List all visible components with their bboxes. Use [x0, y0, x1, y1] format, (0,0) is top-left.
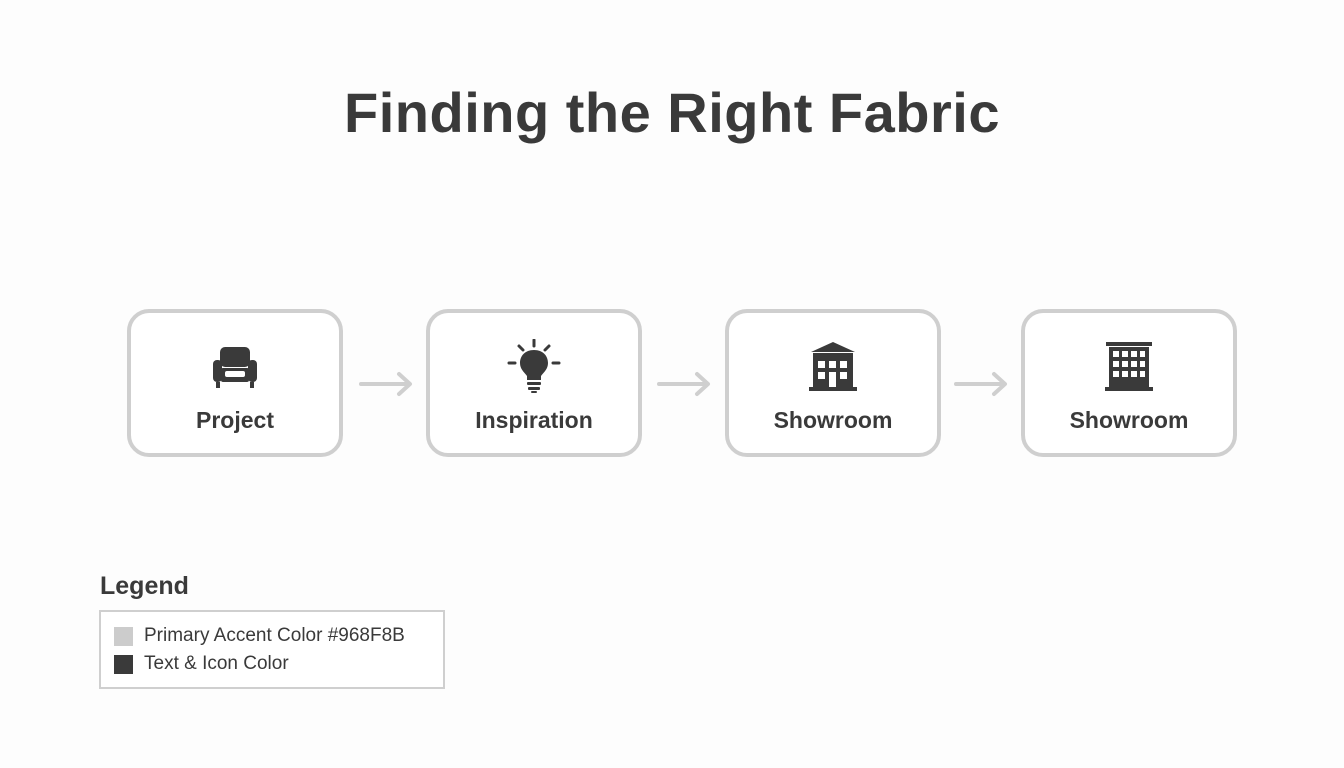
step-label: Showroom	[773, 407, 893, 433]
building-icon	[805, 339, 861, 395]
legend-title: Legend	[100, 572, 189, 600]
legend: Primary Accent Color #968F8B Text & Icon…	[99, 610, 445, 689]
diagram-title: Finding the Right Fabric	[344, 81, 1000, 144]
accent-color-swatch	[114, 626, 133, 646]
legend-item-label: Text & Icon Color	[144, 653, 289, 674]
armchair-icon	[207, 339, 263, 395]
lightbulb-icon	[506, 339, 562, 395]
legend-item-text-icon: Text & Icon Color	[114, 653, 289, 675]
step-label: Showroom	[1069, 407, 1189, 433]
arrow-right-icon	[359, 371, 415, 397]
arrow-right-icon	[657, 371, 713, 397]
text-color-swatch	[114, 654, 133, 674]
office-building-icon	[1101, 339, 1157, 395]
step-label: Project	[196, 407, 274, 433]
legend-item-label: Primary Accent Color #968F8B	[144, 625, 405, 646]
step-showroom: Showroom	[725, 309, 941, 457]
legend-item-accent: Primary Accent Color #968F8B	[114, 625, 405, 647]
arrow-right-icon	[954, 371, 1010, 397]
step-label: Inspiration	[475, 407, 593, 433]
step-inspiration: Inspiration	[426, 309, 642, 457]
step-showroom-2: Showroom	[1021, 309, 1237, 457]
step-project: Project	[127, 309, 343, 457]
